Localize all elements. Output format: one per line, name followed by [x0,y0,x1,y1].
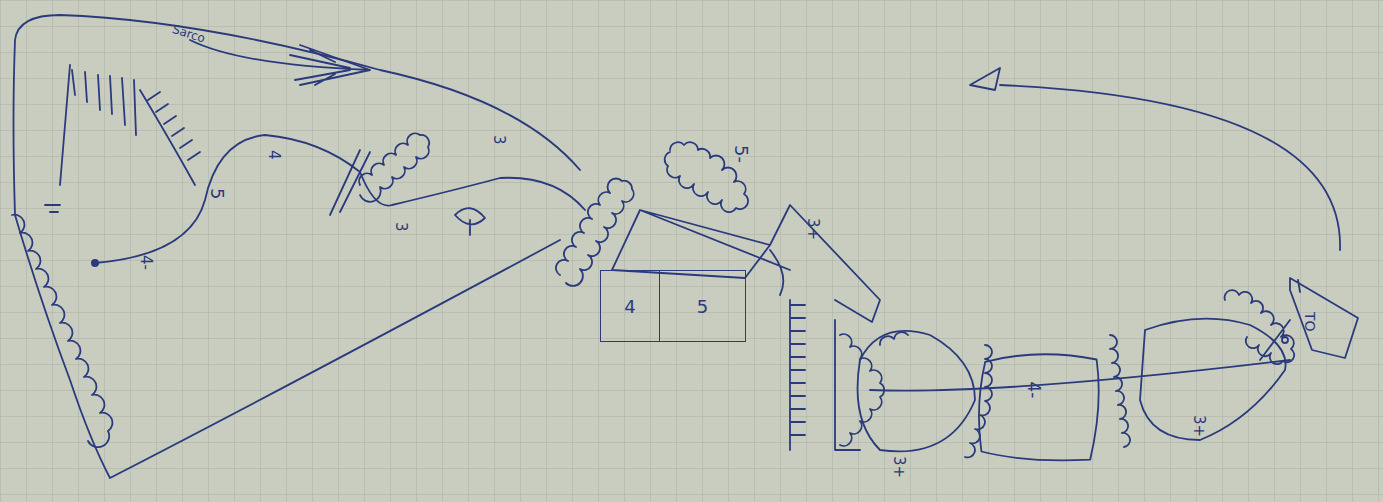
bush [12,215,112,447]
bush [330,133,429,215]
rock-outline [14,15,581,478]
grade-label: 3 [490,135,508,145]
grade-label: 4 [265,150,283,160]
grade-label: 3 [392,222,410,232]
anchor [455,208,485,235]
bush [840,290,1294,457]
grade-label: 5- [731,145,752,163]
grade-label: 4- [137,255,155,270]
route-line [95,135,585,263]
pitch-outline [612,205,880,322]
sign-text: TO [1302,312,1318,332]
hatching [790,300,860,450]
grade-label: 3+ [1190,415,1208,437]
grade-label: 5 [207,188,228,199]
grade-label: 4 [601,271,660,341]
grade-label: 5 [660,271,745,341]
arrow-head [970,68,1000,90]
belay-point [1282,337,1288,343]
grade-label: 3+ [890,456,908,478]
grade-label: 3+ [804,218,822,240]
start-point [91,259,99,267]
grade-label: 4- [1025,382,1045,399]
pitch-outline [858,319,1291,452]
blob-outline [979,354,1099,460]
blob-outline [975,348,1103,463]
sign-plate [1290,278,1358,358]
pitch-box: 45 [600,270,746,342]
approach-arrow [1000,85,1340,250]
pitch-blob: 4- [975,348,1103,463]
hatching [45,65,200,212]
arrow-line [190,40,370,85]
